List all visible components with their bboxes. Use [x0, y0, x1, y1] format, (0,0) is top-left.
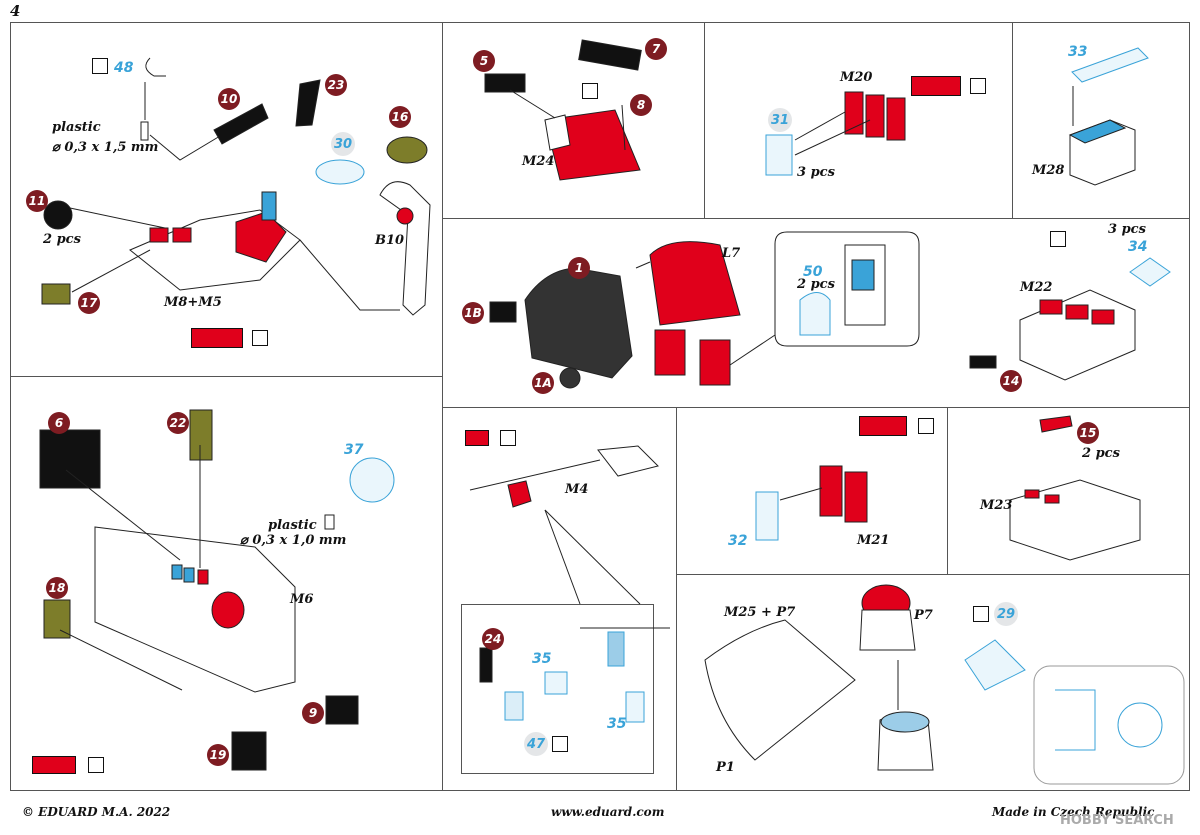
part-48: 48	[114, 60, 134, 76]
red-color-swatch	[32, 756, 76, 774]
bend-icon	[973, 606, 989, 622]
part-7: 7	[645, 38, 667, 60]
panel-seat	[676, 574, 1190, 791]
qty-31: 3 pcs	[797, 165, 835, 180]
assembly-m8-m5: M8+M5	[164, 295, 222, 310]
plastic-label-a: plastic	[52, 120, 101, 135]
qty-11: 2 pcs	[43, 232, 81, 247]
part-35: 35	[532, 651, 552, 667]
part-17: 17	[78, 292, 100, 314]
red-color-swatch	[465, 430, 489, 446]
assembly-m23: M23	[980, 498, 1013, 513]
part-30: 30	[331, 132, 355, 156]
part-p7: P7	[914, 608, 933, 623]
plastic-dim-g: ⌀ 0,3 x 1,0 mm	[240, 533, 347, 548]
paint-icon	[918, 418, 934, 434]
part-1a: 1A	[532, 372, 554, 394]
part-32: 32	[728, 533, 748, 549]
bend-icon	[552, 736, 568, 752]
footer-origin: Made in Czech Republic	[992, 805, 1155, 819]
part-23: 23	[325, 74, 347, 96]
bend-icon	[92, 58, 108, 74]
plastic-label-g: plastic	[268, 518, 317, 533]
paint-icon	[582, 83, 598, 99]
paint-icon	[88, 757, 104, 773]
red-color-swatch	[191, 328, 243, 348]
paint-icon	[252, 330, 268, 346]
part-29: 29	[994, 602, 1018, 626]
part-5: 5	[473, 50, 495, 72]
part-9: 9	[302, 702, 324, 724]
part-15: 15	[1077, 422, 1099, 444]
part-31: 31	[768, 108, 792, 132]
red-color-swatch	[911, 76, 961, 96]
panel-m4-detail	[461, 604, 654, 774]
part-34: 34	[1128, 239, 1148, 255]
part-1: 1	[568, 257, 590, 279]
part-19: 19	[207, 744, 229, 766]
part-10: 10	[218, 88, 240, 110]
footer-copyright: © EDUARD M.A. 2022	[22, 805, 171, 819]
part-1b: 1B	[462, 302, 484, 324]
red-color-swatch	[859, 416, 907, 436]
part-14: 14	[1000, 370, 1022, 392]
page-number: 4	[10, 2, 21, 20]
part-37: 37	[344, 442, 364, 458]
plastic-dim-a: ⌀ 0,3 x 1,5 mm	[52, 140, 159, 155]
part-50: 50	[803, 264, 823, 280]
footer-website: www.eduard.com	[551, 805, 665, 819]
part-22: 22	[167, 412, 189, 434]
assembly-m20: M20	[840, 70, 873, 85]
assembly-l7: L7	[722, 246, 741, 261]
paint-icon	[1050, 231, 1066, 247]
part-24: 24	[482, 628, 504, 650]
part-8: 8	[630, 94, 652, 116]
assembly-m24: M24	[522, 154, 555, 169]
assembly-m22: M22	[1020, 280, 1053, 295]
assembly-m25-p7: M25 + P7	[724, 605, 796, 620]
part-33: 33	[1068, 44, 1088, 60]
part-b10: B10	[375, 233, 405, 248]
part-47: 47	[524, 732, 548, 756]
assembly-m28: M28	[1032, 163, 1065, 178]
part-16: 16	[389, 106, 411, 128]
watermark: HOBBY SEARCH	[1060, 813, 1174, 828]
part-11: 11	[26, 190, 48, 212]
qty-50: 2 pcs	[797, 277, 835, 292]
part-p1: P1	[716, 760, 735, 775]
part-35-b: 35	[607, 716, 627, 732]
qty-m22: 3 pcs	[1108, 222, 1146, 237]
paint-icon	[970, 78, 986, 94]
paint-icon	[500, 430, 516, 446]
assembly-m21: M21	[857, 533, 890, 548]
part-6: 6	[48, 412, 70, 434]
assembly-m6: M6	[290, 592, 314, 607]
assembly-m4: M4	[565, 482, 589, 497]
part-18: 18	[46, 577, 68, 599]
qty-15: 2 pcs	[1082, 446, 1120, 461]
